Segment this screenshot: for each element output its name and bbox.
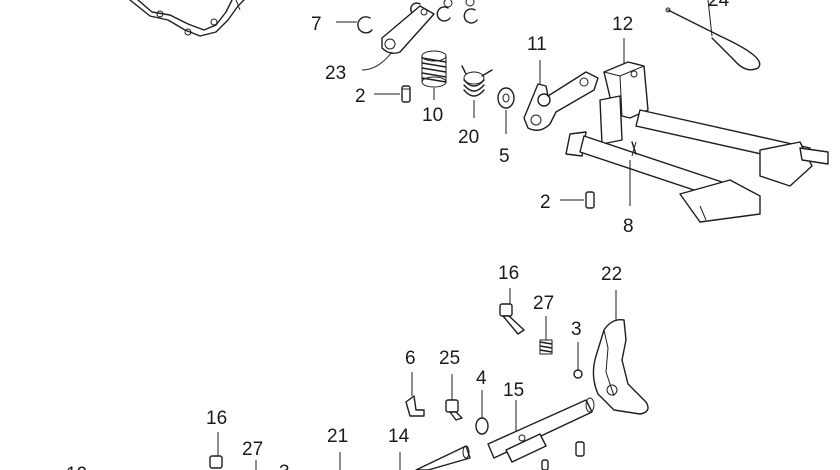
- label-14: 14: [388, 426, 410, 447]
- bolt-part-16-upper: [499, 288, 525, 335]
- label-22: 22: [601, 264, 622, 285]
- label-27-lower: 27: [242, 439, 263, 460]
- lever-plate-part-23: [361, 5, 435, 71]
- wire-clip-part-24: [665, 0, 761, 71]
- label-2-upper: 2: [355, 86, 366, 107]
- label-7: 7: [311, 14, 322, 35]
- housing-part: [129, 0, 245, 37]
- label-5: 5: [499, 146, 510, 167]
- label-12: 12: [612, 14, 633, 35]
- pin-part-2-lower: [560, 191, 595, 209]
- label-4: 4: [476, 368, 487, 389]
- label-15: 15: [503, 380, 524, 401]
- label-21: 21: [327, 426, 348, 447]
- label-23: 23: [325, 63, 346, 84]
- spring-part-10: [421, 50, 447, 100]
- bracket-part-6: [405, 372, 425, 417]
- shift-rail-upper: [635, 109, 829, 187]
- label-27-upper: 27: [533, 293, 554, 314]
- label-6: 6: [405, 348, 416, 369]
- label-2-lower: 2: [540, 192, 551, 213]
- pin-part-2-upper: [374, 85, 411, 103]
- lever-part-11: [523, 60, 599, 131]
- label-19: 19: [66, 464, 87, 470]
- bolt-part-16-lower: [209, 432, 223, 469]
- bolt-part-25: [445, 374, 463, 421]
- label-24: 24: [708, 0, 730, 11]
- roll-pin-part-8: [629, 141, 637, 206]
- label-3-lower: 3: [279, 462, 290, 470]
- shift-rod-part-15: [487, 397, 595, 463]
- label-16-upper: 16: [498, 263, 519, 284]
- shift-rail-lower: [565, 131, 761, 223]
- shift-bracket-part-12: [599, 38, 649, 145]
- label-10: 10: [422, 105, 443, 126]
- small-spring-part-27-upper: [539, 316, 553, 355]
- snap-ring-part-7: [336, 16, 373, 34]
- washer-part-5: [497, 87, 515, 134]
- label-8: 8: [623, 216, 634, 237]
- ball-part-3-upper: [573, 342, 583, 379]
- label-20: 20: [458, 127, 479, 148]
- label-11: 11: [527, 34, 547, 55]
- small-parts-bottom: [541, 441, 585, 470]
- label-3-upper: 3: [571, 319, 582, 340]
- callout-labels: 7 23 2 10 20 5 11 12 24 2 8 16 22 27 3 6…: [66, 0, 730, 470]
- torsion-spring-part-20: [461, 65, 493, 118]
- label-16-lower: 16: [206, 408, 227, 429]
- shift-fork-part-22: [592, 290, 649, 415]
- shift-rod-part-14: [399, 445, 471, 470]
- label-25: 25: [439, 348, 460, 369]
- washer-part-4: [475, 390, 489, 435]
